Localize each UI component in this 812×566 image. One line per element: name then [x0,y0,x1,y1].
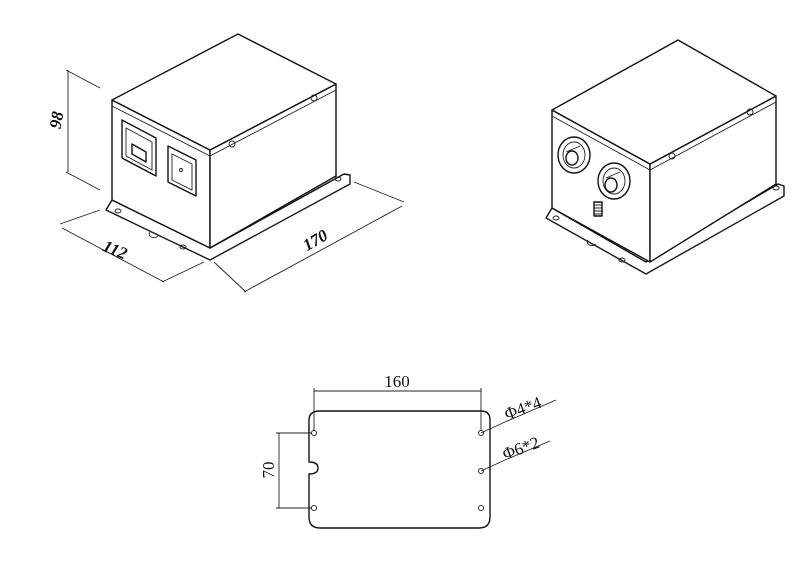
dim-height-label: 98 [46,110,68,131]
mount-hole [477,467,485,475]
mount-hole [618,257,626,263]
small-hole-label: Φ4*4 [502,393,545,424]
bottom-view: 160 70 Φ4*4 Φ6*2 [259,372,557,529]
screw-icon [668,152,676,160]
screw-icon [310,94,318,102]
dim-spacing-label: 70 [259,462,278,479]
mount-hole [477,504,485,512]
mount-hole [334,176,342,182]
base-slot [586,239,597,247]
right-iso-view [545,39,785,275]
dim-depth-label: 112 [100,236,130,263]
mount-hole [310,429,318,437]
screw-icon [746,108,754,116]
hv-connector-icon [557,136,591,174]
dim-height: 98 [46,69,101,191]
left-iso-view: 98 112 170 [46,33,405,293]
ground-terminal-icon [593,201,603,217]
mount-hole [552,215,560,221]
mount-hole [114,208,122,214]
screw-icon [228,140,236,148]
mount-hole [310,504,318,512]
large-hole-label: Φ6*2 [500,433,542,464]
dim-length-label: 170 [299,225,331,254]
mount-hole [179,244,187,250]
footprint-outline [308,410,491,529]
box-top-face [551,39,777,165]
box-top-face [111,33,337,151]
base-slot [148,231,159,239]
hv-connector-icon [597,162,631,200]
mount-hole [772,185,780,191]
dim-width-label: 160 [384,372,410,391]
